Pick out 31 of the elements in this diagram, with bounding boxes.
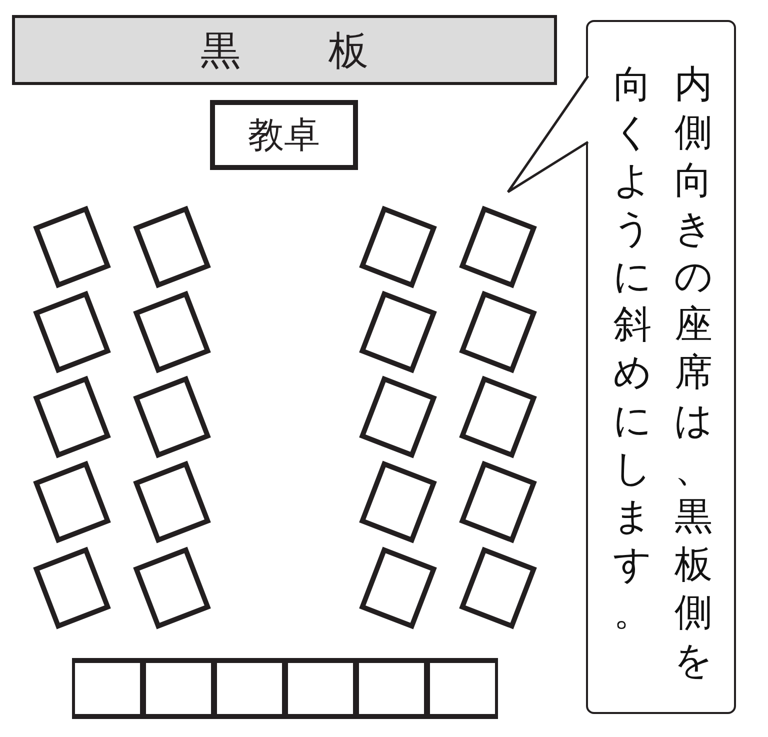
desk-box [359,376,437,458]
desk-box [133,206,211,288]
desk-box [359,206,437,288]
desk-box [359,290,437,374]
desk-box [285,658,356,719]
desk-box [33,546,111,630]
desk-box [33,290,111,374]
desk-box [356,658,427,719]
note-text: 内側向きの座席は、黒板側を向くように斜めにします。 [612,61,714,684]
desk-box [459,290,537,374]
desk-box [459,206,537,288]
teacher-desk [210,100,358,170]
blackboard [12,15,557,85]
desk-box [133,376,211,458]
desk-box [33,206,111,288]
desk-box [459,376,537,458]
desk-box [214,658,285,719]
desk-label: 教卓 [248,114,320,158]
desk-box [72,658,143,719]
desk-box [359,460,437,544]
desk-box [33,460,111,544]
desk-box [427,658,498,719]
desk-box [133,460,211,544]
desk-box [359,546,437,630]
desk-box [133,546,211,630]
board-label: 黒 板 [200,26,392,76]
desk-box [459,546,537,630]
desk-box [33,376,111,458]
desk-box [143,658,214,719]
desk-box [459,460,537,544]
desk-box [133,290,211,374]
